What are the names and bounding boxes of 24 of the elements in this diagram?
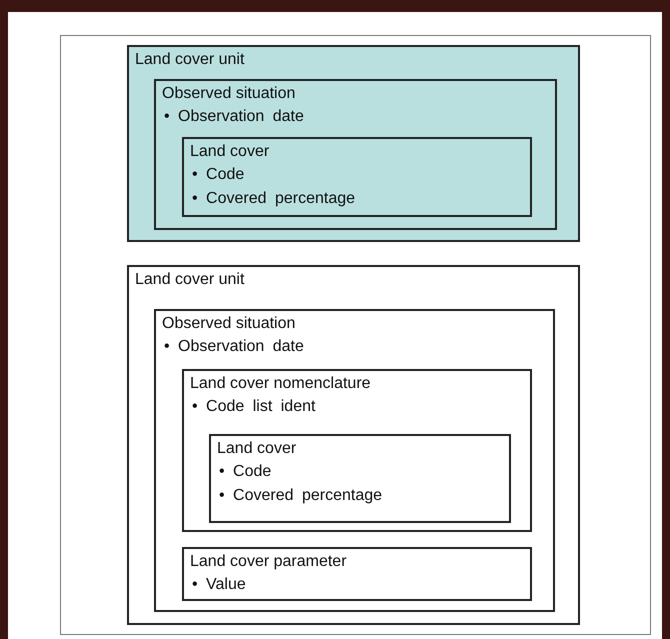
- bullet-item: • Value: [192, 575, 246, 595]
- nested-box: [209, 434, 511, 523]
- box-heading: Observed situation: [162, 314, 296, 334]
- nested-box: [127, 45, 580, 242]
- nested-box: [182, 137, 532, 217]
- bullet-item: • Code: [192, 165, 246, 185]
- box-heading: Observed situation: [162, 84, 296, 104]
- box-heading: Land cover nomenclature: [190, 374, 371, 394]
- nested-box: [127, 265, 580, 625]
- bullet-item: • Covered percentage: [192, 189, 356, 209]
- box-heading: Land cover: [217, 439, 296, 459]
- nested-box: [182, 369, 532, 532]
- bullet-item: • Code: [219, 462, 272, 482]
- nested-box: [182, 547, 532, 601]
- bullet-item: • Observation date: [164, 107, 304, 127]
- bullet-item: • Code list ident: [192, 397, 316, 417]
- nested-box: [154, 79, 557, 230]
- bullet-item: • Observation date: [164, 337, 304, 357]
- box-heading: Land cover unit: [135, 270, 244, 290]
- box-heading: Land cover parameter: [190, 552, 347, 572]
- box-heading: Land cover unit: [135, 50, 244, 70]
- nested-box: [154, 309, 555, 612]
- bullet-item: • Covered percentage: [219, 486, 382, 506]
- box-heading: Land cover: [190, 142, 270, 162]
